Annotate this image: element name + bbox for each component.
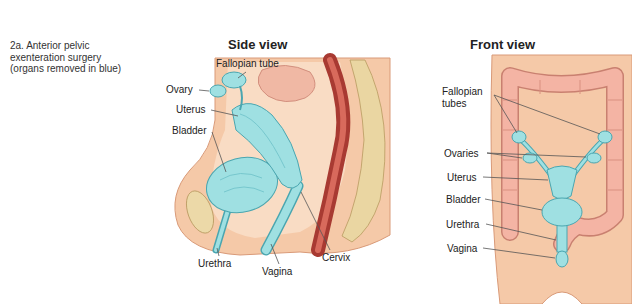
leader-lines <box>199 72 600 264</box>
part-label: Ovary <box>166 84 193 96</box>
part-label: Fallopian tubes <box>442 86 492 109</box>
side-view-illustration <box>175 58 390 255</box>
part-label: Urethra <box>198 258 231 270</box>
view-heading: Side view <box>228 38 287 53</box>
part-label: Cervix <box>322 252 350 264</box>
part-label: Uterus <box>447 172 476 184</box>
part-label: Ovaries <box>444 148 478 160</box>
view-heading: Front view <box>470 38 535 53</box>
part-label: Bladder <box>446 194 480 206</box>
part-label: Urethra <box>446 219 479 231</box>
front-view-illustration <box>491 55 632 304</box>
part-label: Uterus <box>176 104 205 116</box>
part-label: Vagina <box>447 243 477 255</box>
part-label: Fallopian tube <box>216 58 279 70</box>
part-label: Vagina <box>262 266 292 278</box>
part-label: Bladder <box>172 125 206 137</box>
figure-title: 2a. Anterior pelvic exenteration surgery… <box>10 40 128 75</box>
